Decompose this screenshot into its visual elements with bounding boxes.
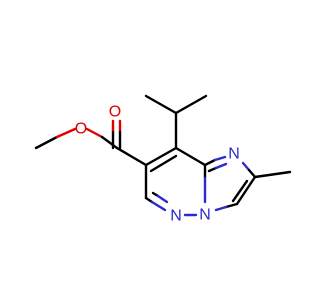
bond-c2-c3 — [235, 175, 257, 206]
bond-n1-c2-black — [247, 168, 257, 179]
bond-methoxy-methyl — [34, 127, 77, 150]
bond-c6-n5-double — [144, 191, 169, 212]
bond-c8a-n1-double — [203, 155, 228, 173]
bond-isopropyl-methyl-right — [174, 94, 208, 115]
bond-isopropyl-methyl-left — [144, 94, 178, 115]
bond-c8-c8a — [174, 146, 207, 167]
bond-c2-methyl — [253, 170, 292, 179]
atom-label-carbonyl-oxygen: O — [109, 104, 121, 121]
bond-ester-o-carbonyl-c — [85, 127, 119, 150]
atom-label-bridgehead-nitrogen: N — [199, 207, 211, 224]
bond-c3-n4 — [224, 202, 239, 209]
bond-n1-c2 — [241, 161, 251, 172]
molecule-structure-diagram: O O N N N — [34, 94, 292, 225]
bond-c7-c8-double — [144, 146, 178, 173]
bond-c3-c3-double — [231, 179, 249, 203]
bond-carbonyl-c-ring — [115, 146, 148, 167]
bond-carbonyl-double — [111, 119, 122, 150]
bond-c3-n4-blue — [214, 205, 228, 212]
atom-label-pyridazine-nitrogen: N — [170, 208, 182, 225]
atom-label-ester-oxygen: O — [75, 121, 87, 138]
atom-label-imidazole-nitrogen: N — [228, 146, 240, 163]
